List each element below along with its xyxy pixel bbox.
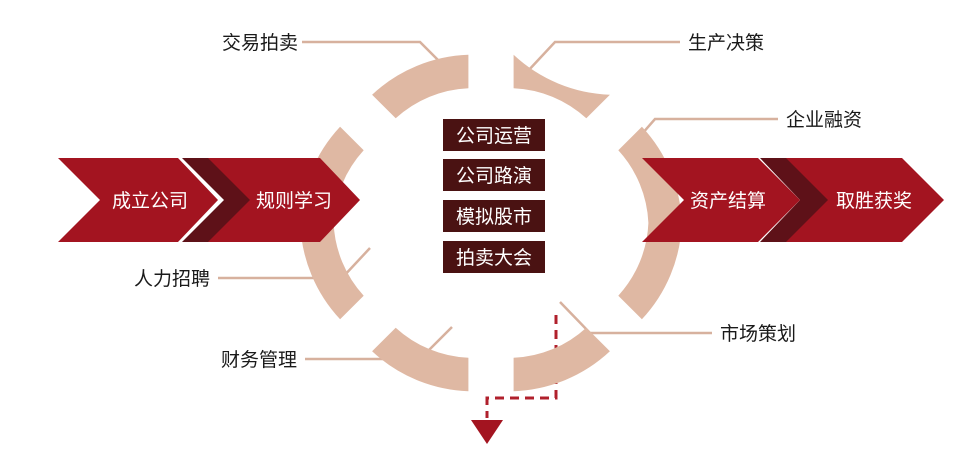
left-flow-step-2: 规则学习 [256, 190, 332, 212]
ring-segment-right-lower [618, 223, 682, 320]
center-box-1 [443, 119, 545, 151]
ring-segment-bottom-right [513, 327, 610, 392]
ring-segment-top-left [372, 54, 469, 119]
right-arrow-notch [760, 158, 842, 242]
left-flow-step-1: 成立公司 [112, 190, 188, 212]
center-stack: 公司运营 公司路演 模拟股市 拍卖大会 [443, 119, 545, 273]
right-flow-step-2: 取胜获奖 [836, 190, 912, 212]
center-box-4 [443, 241, 545, 273]
center-box-2 [443, 159, 545, 191]
center-box-3 [443, 200, 545, 232]
center-item-4: 拍卖大会 [456, 247, 532, 269]
ring-segment-right-upper [618, 126, 682, 223]
label-market-planning: 市场策划 [720, 323, 796, 345]
label-production-decision: 生产决策 [688, 32, 764, 54]
left-flow: 成立公司 规则学习 [58, 158, 360, 242]
left-arrow-1 [58, 158, 218, 242]
down-arrow-icon [471, 420, 503, 444]
ring-segment-bottom-left [372, 327, 469, 392]
right-arrow-2 [786, 158, 944, 242]
label-hr-recruiting: 人力招聘 [134, 268, 210, 290]
center-item-1: 公司运营 [456, 125, 532, 147]
label-financial-management: 财务管理 [221, 349, 297, 371]
left-arrow-2 [208, 158, 360, 242]
center-item-3: 模拟股市 [456, 206, 532, 228]
right-flow: 资产结算 取胜获奖 [642, 158, 944, 242]
ring-segment-top-right [513, 54, 610, 119]
ring-segment-left-lower [300, 223, 364, 320]
label-trading-auction: 交易拍卖 [222, 32, 298, 54]
right-flow-step-1: 资产结算 [690, 190, 766, 212]
center-item-2: 公司路演 [456, 165, 532, 187]
label-enterprise-financing: 企业融资 [786, 109, 862, 131]
right-arrow-1 [642, 158, 800, 242]
leader-line-top-right [526, 40, 680, 73]
